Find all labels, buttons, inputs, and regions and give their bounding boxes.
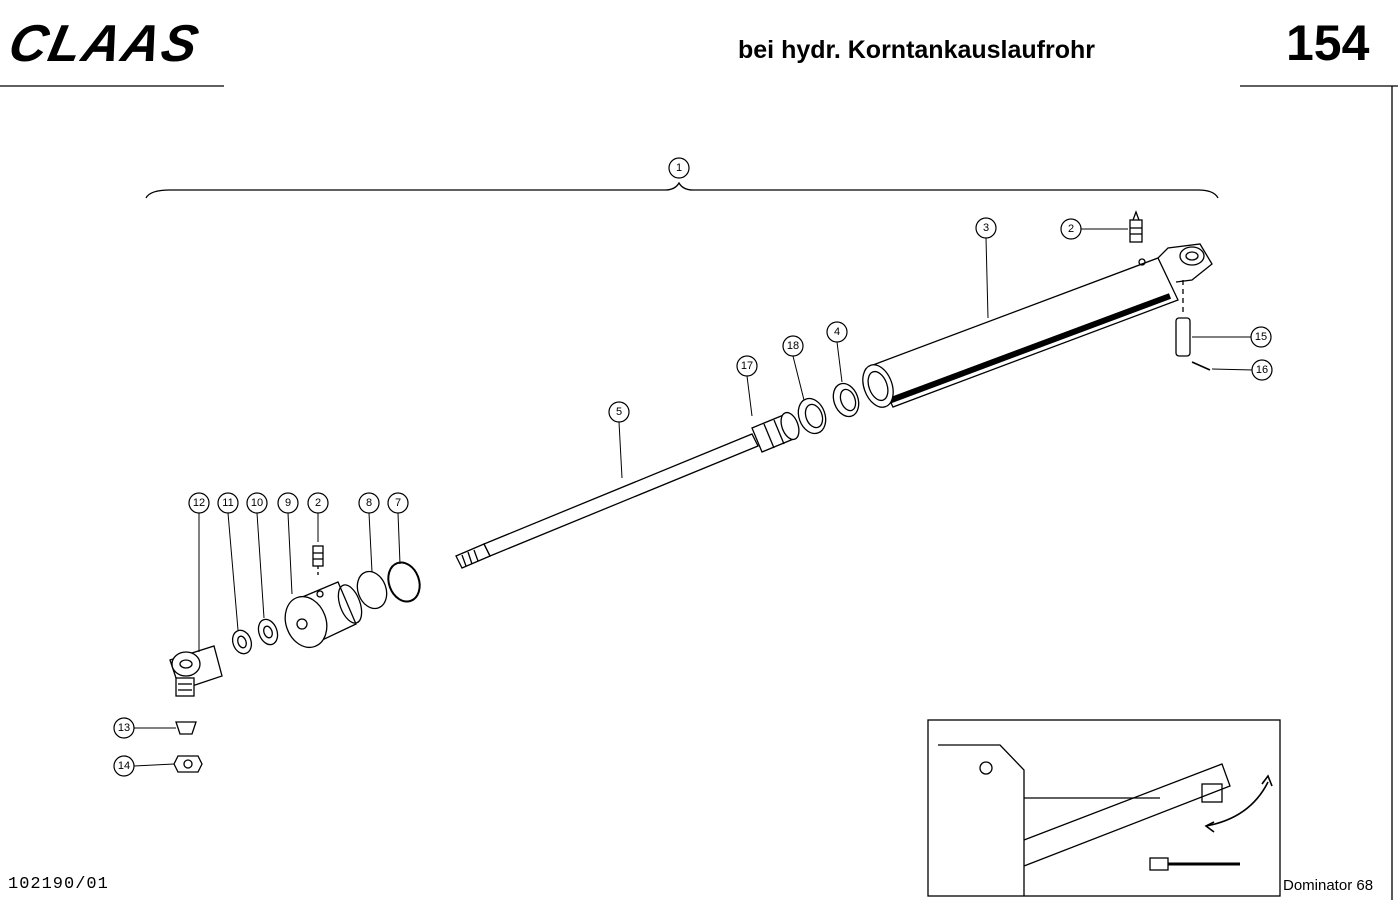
page-number: 154 (1286, 15, 1370, 71)
lube-cap (175, 721, 197, 735)
callout-16: 16 (1251, 359, 1273, 381)
callout-circle (113, 717, 135, 739)
drawing-number: 102190/01 (8, 875, 109, 894)
callout-number: 10 (251, 497, 263, 509)
callout-number: 8 (366, 497, 372, 509)
callout-4: 4 (826, 321, 848, 343)
washer (257, 618, 279, 646)
callout-9: 9 (277, 492, 299, 514)
callout-17: 17 (736, 355, 758, 377)
piston-rod (455, 433, 759, 569)
callout-circle (1251, 359, 1273, 381)
bushing (231, 629, 253, 655)
callout-13: 13 (113, 717, 135, 739)
callout-2: 2 (1060, 218, 1082, 240)
callout-circle (975, 217, 997, 239)
page-title: bei hydr. Korntankauslaufrohr (738, 36, 1096, 64)
callout-number: 11 (222, 497, 233, 509)
callout-circle (1250, 326, 1272, 348)
callout-number: 4 (834, 326, 840, 338)
callout-3: 3 (975, 217, 997, 239)
grease-nipple-lower (312, 545, 324, 578)
o-ring-small (356, 570, 388, 610)
seal-ring (832, 382, 860, 418)
callout-number: 17 (741, 360, 753, 372)
callout-number: 5 (616, 406, 622, 418)
callout-number: 14 (118, 760, 130, 772)
callout-8: 8 (358, 492, 380, 514)
callout-circle (826, 321, 848, 343)
guide-ring (797, 397, 827, 435)
callout-circle (307, 492, 329, 514)
callout-1: 1 (668, 157, 690, 179)
callout-11: 11 (217, 492, 239, 514)
o-ring-large (387, 561, 421, 603)
callout-number: 2 (1068, 223, 1074, 235)
callout-circle (246, 492, 268, 514)
callout-10: 10 (246, 492, 268, 514)
cylinder-head (284, 581, 363, 649)
callout-circle (217, 492, 239, 514)
callout-number: 18 (787, 340, 799, 352)
callout-number: 9 (285, 497, 291, 509)
hex-nut (173, 755, 203, 773)
callout-circle (736, 355, 758, 377)
callout-number: 13 (118, 722, 130, 734)
callout-circle (668, 157, 690, 179)
callout-15: 15 (1250, 326, 1272, 348)
callout-number: 15 (1255, 331, 1267, 343)
callout-circle (1060, 218, 1082, 240)
callout-5: 5 (608, 401, 630, 423)
piston (751, 411, 800, 453)
callout-number: 3 (983, 222, 989, 234)
callout-circle (277, 492, 299, 514)
callout-2: 2 (307, 492, 329, 514)
assembly-bracket (145, 181, 1219, 199)
callout-14: 14 (113, 755, 135, 777)
callout-circle (188, 492, 210, 514)
callout-12: 12 (188, 492, 210, 514)
callout-circle (387, 492, 409, 514)
callout-circle (782, 335, 804, 357)
callout-18: 18 (782, 335, 804, 357)
cylinder-tube (862, 243, 1213, 408)
split-pin (1191, 361, 1211, 371)
leader-lines (133, 228, 1254, 767)
callout-circle (608, 401, 630, 423)
location-inset (927, 719, 1281, 897)
callout-number: 7 (395, 497, 401, 509)
model-name: Dominator 68 (1283, 877, 1374, 894)
callout-7: 7 (387, 492, 409, 514)
callout-number: 16 (1256, 364, 1268, 376)
callout-number: 12 (193, 497, 205, 509)
callout-number: 1 (676, 162, 682, 174)
rod-eye (169, 645, 223, 697)
bolt-pin (1175, 317, 1191, 357)
callout-circle (113, 755, 135, 777)
callout-circle (358, 492, 380, 514)
grease-nipple-top (1129, 210, 1143, 243)
callout-number: 2 (315, 497, 321, 509)
